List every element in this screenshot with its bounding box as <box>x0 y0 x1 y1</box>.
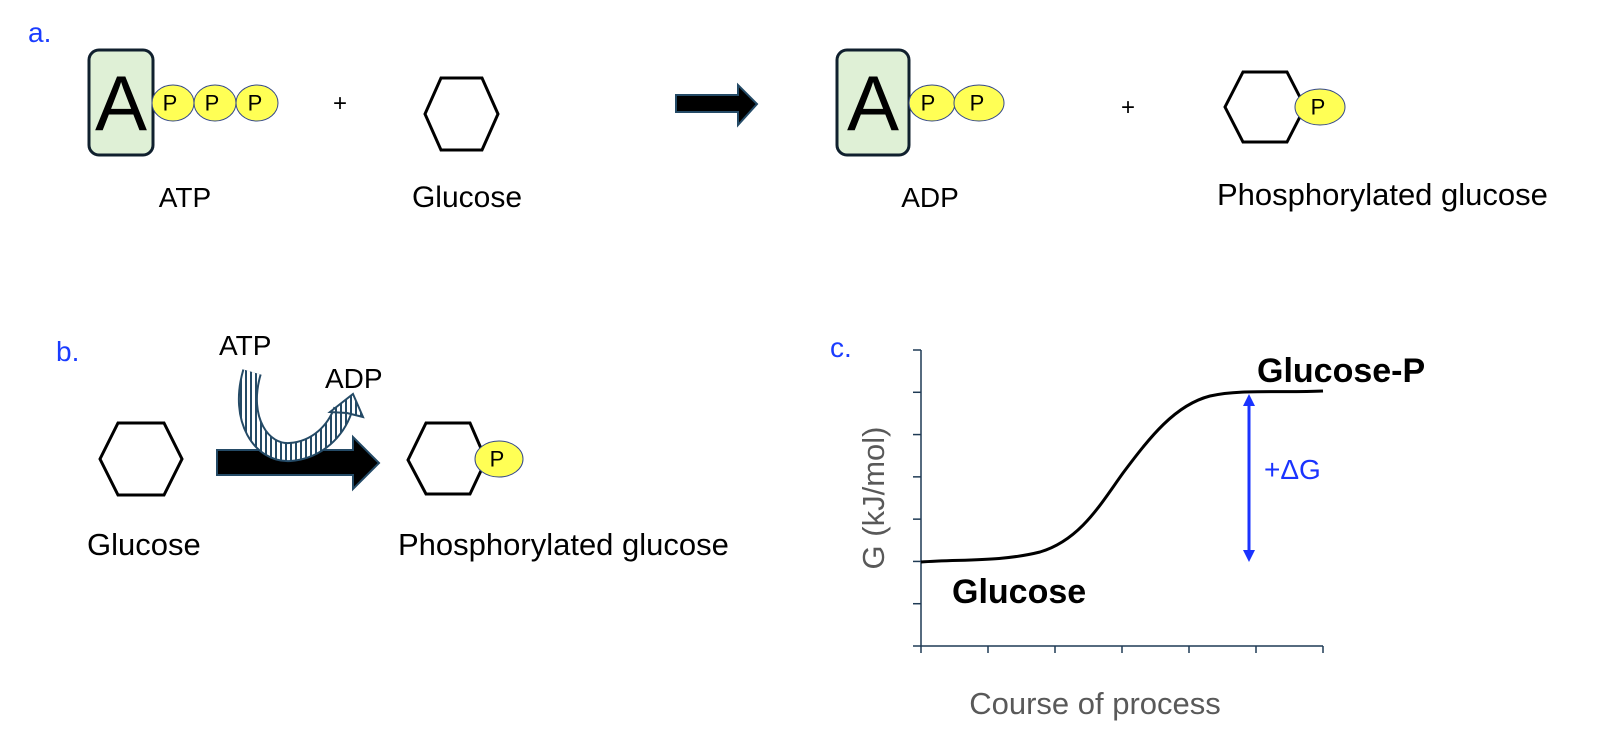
adp-caption: ADP <box>901 182 959 213</box>
phosphate-circle <box>474 440 524 478</box>
phosphate-label: P <box>163 91 178 116</box>
glucose-hexagon <box>406 421 488 496</box>
glucose-level-label: Glucose <box>952 573 1086 611</box>
phosphate-label: P <box>205 91 220 116</box>
glucose-caption: Glucose <box>87 527 201 562</box>
glucose-hexagon <box>423 76 500 152</box>
phosphate-circle <box>953 84 1005 122</box>
delta-g-arrow-icon <box>1243 394 1255 562</box>
phosphate-circle <box>1294 88 1346 126</box>
y-axis-label: G (kJ/mol) <box>856 427 891 570</box>
phosphorylated-glucose-caption: Phosphorylated glucose <box>1217 177 1548 212</box>
glucose-hexagon <box>1223 70 1307 144</box>
glucose-p-level-label: Glucose-P <box>1257 352 1425 390</box>
atp-caption: ATP <box>159 182 211 213</box>
panel-c-label: c. <box>830 332 852 363</box>
adenosine-letter: A <box>847 59 899 147</box>
phosphate-label: P <box>921 91 936 116</box>
plus-sign: + <box>333 90 347 117</box>
panel-a-label: a. <box>28 17 51 48</box>
phosphate-label: P <box>248 91 263 116</box>
panel-a: a. A P P P ATP + Glucose A P P ADP + P <box>28 17 1548 214</box>
glucose-caption: Glucose <box>412 181 522 214</box>
energy-axes <box>913 349 1324 653</box>
glucose-hexagon <box>98 421 184 497</box>
phosphorylated-glucose-caption: Phosphorylated glucose <box>398 527 729 562</box>
atp-molecule: A P P P <box>87 48 279 157</box>
phosphate-label: P <box>970 91 985 116</box>
atp-label: ATP <box>219 330 271 361</box>
panel-c: c. +ΔG Glucose Glucose-P G (kJ/mol) Cour… <box>830 332 1425 721</box>
adp-molecule: A P P <box>835 48 1005 157</box>
phosphate-label: P <box>490 447 505 472</box>
curved-arrow-icon <box>237 369 365 462</box>
plus-sign: + <box>1121 94 1135 121</box>
reaction-arrow-icon <box>675 82 759 128</box>
energy-curve <box>920 389 1324 564</box>
reaction-arrow-icon <box>216 434 381 492</box>
panel-b: b. ATP ADP P Glucose Phosphorylated gluc… <box>56 330 729 562</box>
x-axis-label: Course of process <box>969 686 1221 721</box>
adp-label: ADP <box>325 363 383 394</box>
panel-b-label: b. <box>56 336 79 367</box>
delta-g-label: +ΔG <box>1264 454 1321 485</box>
phosphate-label: P <box>1311 95 1326 120</box>
adenosine-letter: A <box>95 59 147 147</box>
phosphate-circle <box>235 84 279 122</box>
